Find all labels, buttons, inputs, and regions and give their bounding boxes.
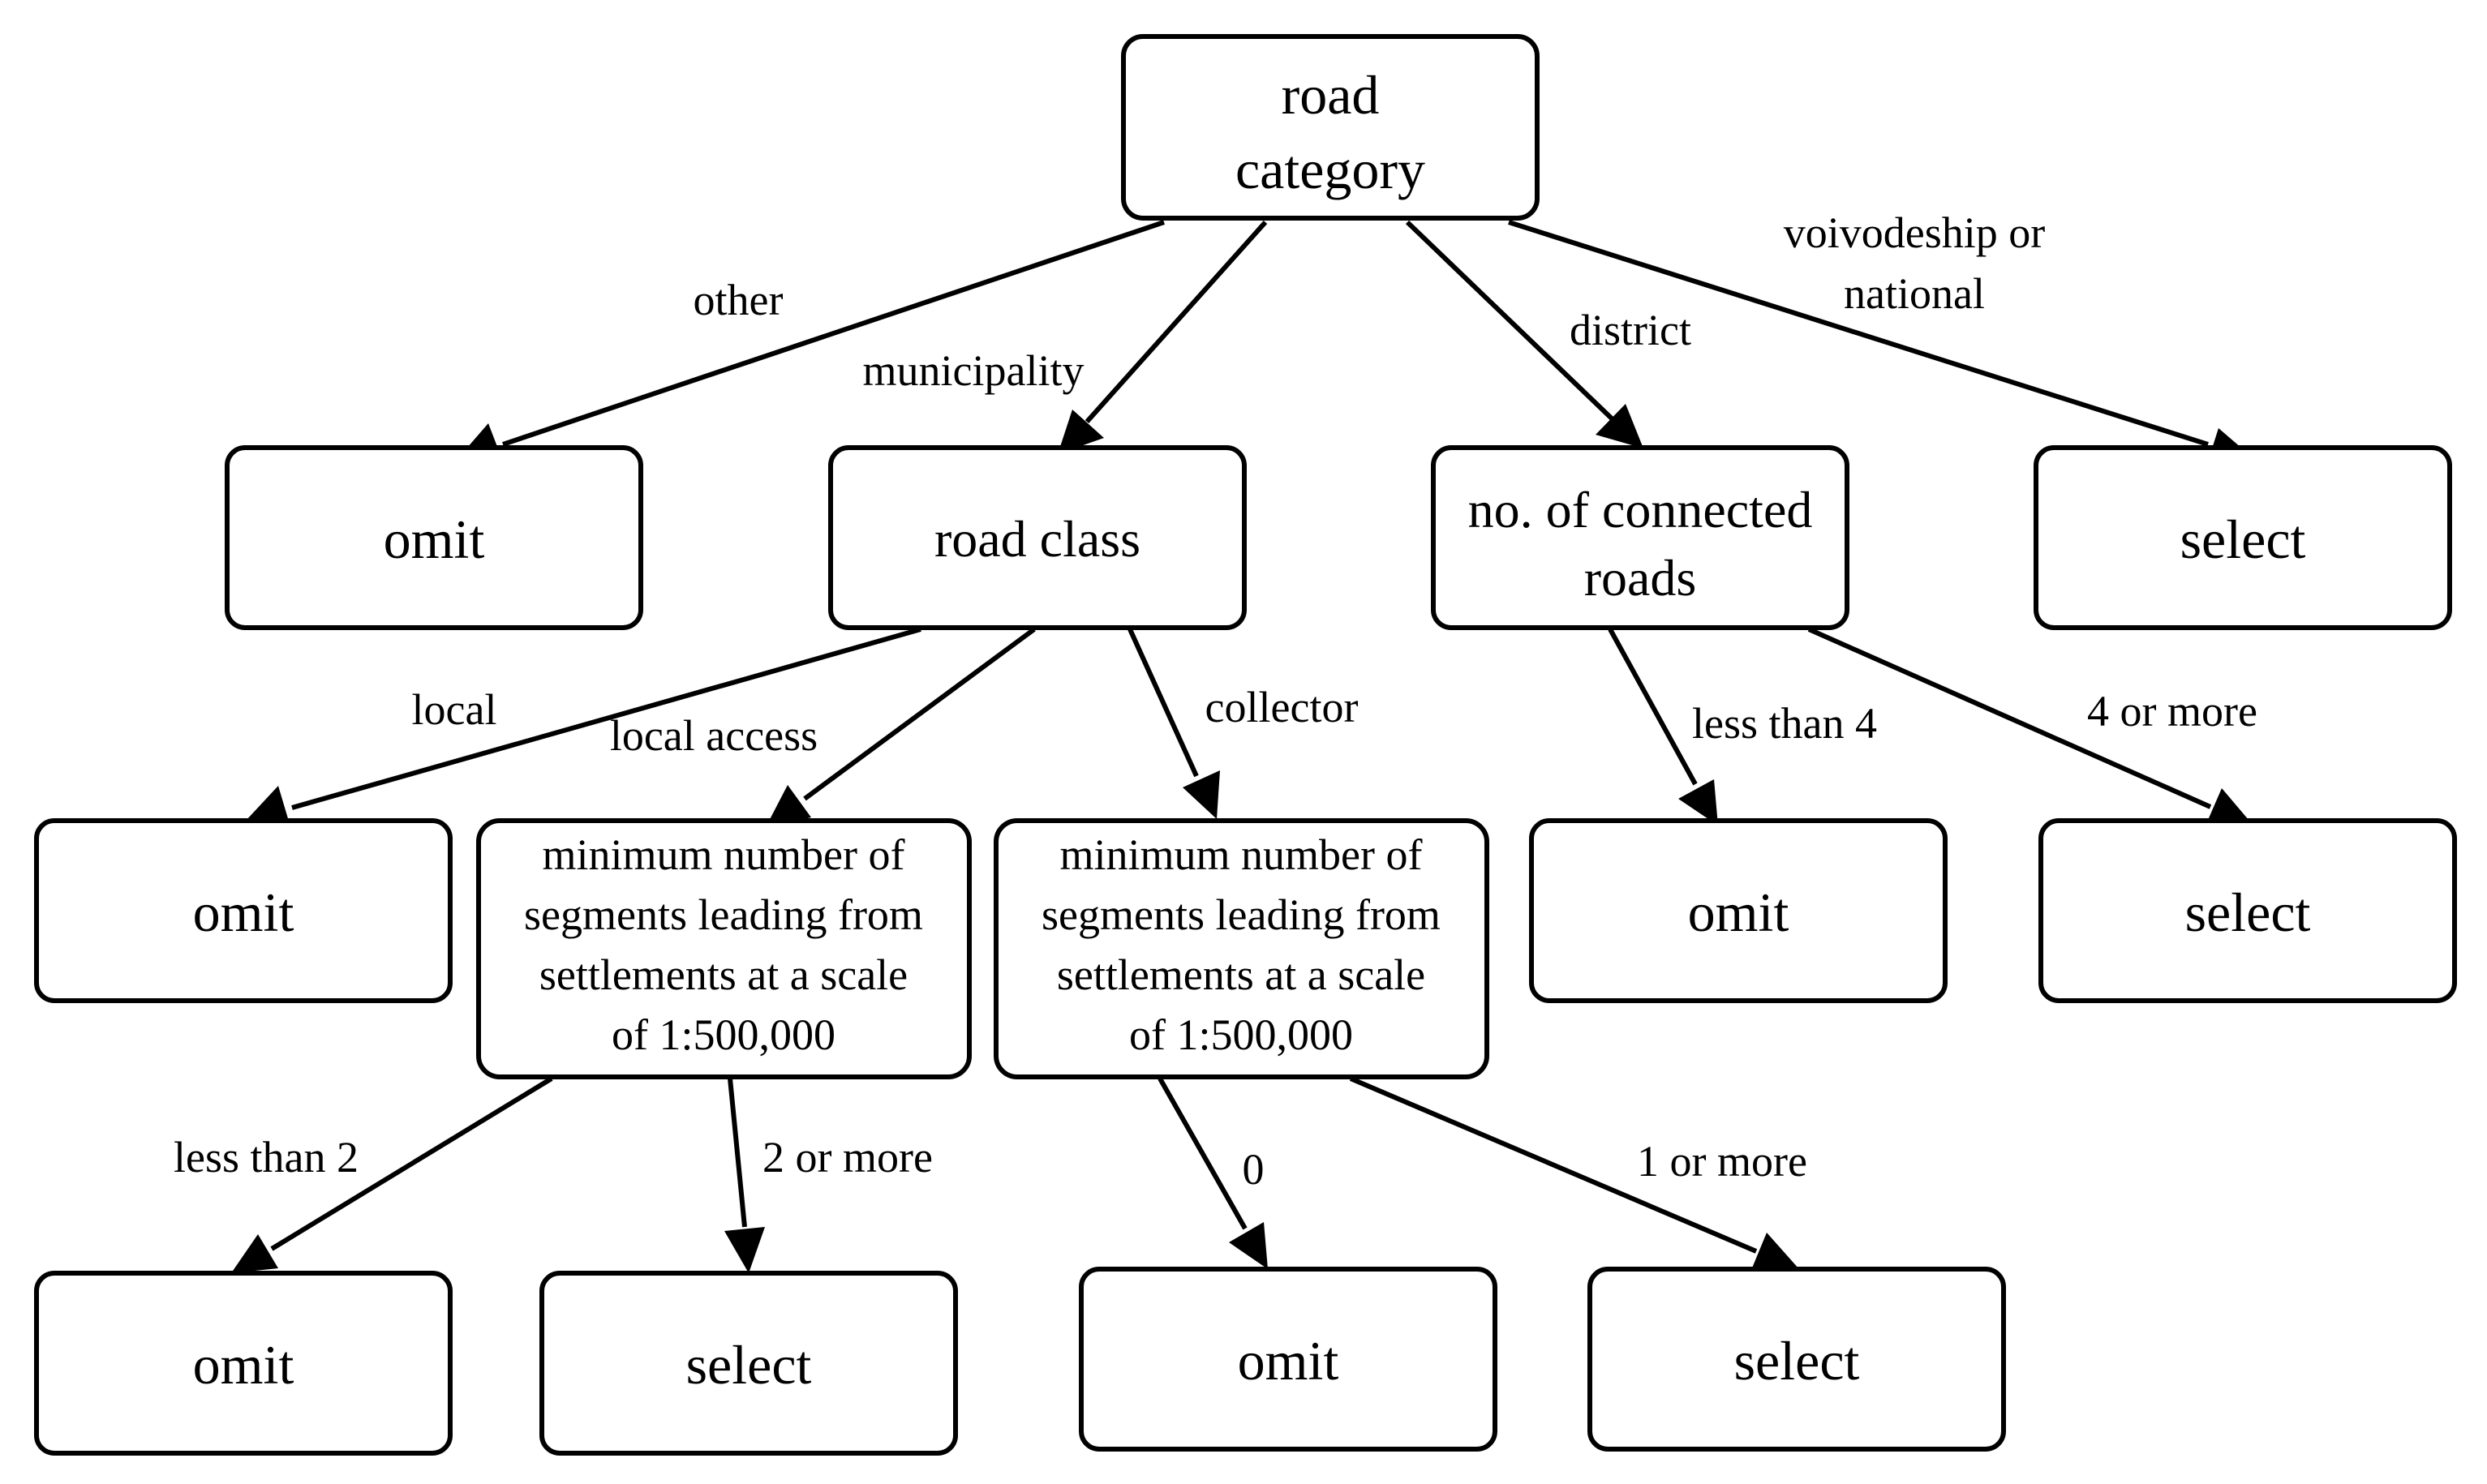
node-label: select xyxy=(2180,508,2306,570)
edge-label-0: 0 xyxy=(1243,1145,1265,1194)
node-label: category xyxy=(1235,139,1425,200)
node-label: omit xyxy=(193,1334,294,1396)
node-connected-roads: no. of connected roads xyxy=(1431,445,1849,630)
node-label: roads xyxy=(1584,549,1697,607)
node-label: omit xyxy=(1688,881,1789,943)
node-label: road class xyxy=(934,510,1140,568)
node-label: select xyxy=(686,1334,812,1396)
node-label: road xyxy=(1282,64,1380,126)
edge-2-or-more xyxy=(724,1078,765,1273)
edge-municipality xyxy=(1058,221,1268,454)
node-road-class: road class xyxy=(828,445,1247,630)
edge-label-local: local xyxy=(412,685,497,734)
node-label: no. of connected xyxy=(1468,481,1813,538)
node-min-segments-collector: minimum number of segments leading from … xyxy=(994,818,1489,1079)
node-select-4-or-more: select xyxy=(2038,818,2457,1003)
edge-label-district: district xyxy=(1570,306,1691,354)
node-label: select xyxy=(2185,881,2311,943)
node-select-voivodeship: select xyxy=(2034,445,2452,630)
node-omit-local: omit xyxy=(34,818,453,1003)
node-label: settlements at a scale xyxy=(539,950,908,999)
edge-less-than-2 xyxy=(231,1076,553,1273)
node-min-segments-local-access: minimum number of segments leading from … xyxy=(476,818,972,1079)
edge-label-other: other xyxy=(694,276,784,324)
edge-label-1-or-more: 1 or more xyxy=(1637,1137,1807,1186)
edge-less-than-4 xyxy=(1608,628,1718,826)
edge-0 xyxy=(1158,1077,1268,1269)
node-label: select xyxy=(1734,1330,1860,1392)
edge-4-or-more xyxy=(1807,627,2253,826)
node-label: omit xyxy=(1238,1330,1339,1392)
node-label: of 1:500,000 xyxy=(1129,1010,1353,1059)
edge-label-voivodeship: national xyxy=(1844,269,1985,318)
node-select-1-or-more: select xyxy=(1587,1267,2006,1452)
edge-local-access xyxy=(766,627,1036,827)
edge-1-or-more xyxy=(1349,1076,1799,1270)
node-omit-less-than-2: omit xyxy=(34,1271,453,1456)
edge-other xyxy=(457,220,1165,461)
node-omit-0: omit xyxy=(1079,1267,1497,1452)
edge-label-voivodeship: voivodeship or xyxy=(1784,208,2045,257)
edge-collector xyxy=(1128,628,1220,819)
node-label: omit xyxy=(193,881,294,943)
edge-district xyxy=(1405,220,1643,448)
edge-label-collector: collector xyxy=(1205,683,1359,731)
node-label: of 1:500,000 xyxy=(612,1010,835,1059)
node-label: settlements at a scale xyxy=(1057,950,1425,999)
node-label: segments leading from xyxy=(524,890,923,939)
node-road-category: road category xyxy=(1121,34,1540,221)
node-label: minimum number of xyxy=(1060,830,1423,879)
node-omit-other: omit xyxy=(225,445,643,630)
edge-label-2-or-more: 2 or more xyxy=(762,1133,933,1182)
node-select-2-or-more: select xyxy=(539,1271,958,1456)
edge-label-less-than-4: less than 4 xyxy=(1692,699,1877,748)
edge-label-municipality: municipality xyxy=(863,346,1085,395)
node-label: segments leading from xyxy=(1042,890,1441,939)
edge-label-4-or-more: 4 or more xyxy=(2087,687,2257,736)
edge-local xyxy=(246,627,921,824)
edge-label-less-than-2: less than 2 xyxy=(174,1133,359,1182)
node-label: omit xyxy=(384,508,485,570)
edge-label-local-access: local access xyxy=(610,711,818,760)
node-label: minimum number of xyxy=(543,830,905,879)
node-omit-less-than-4: omit xyxy=(1529,818,1948,1003)
